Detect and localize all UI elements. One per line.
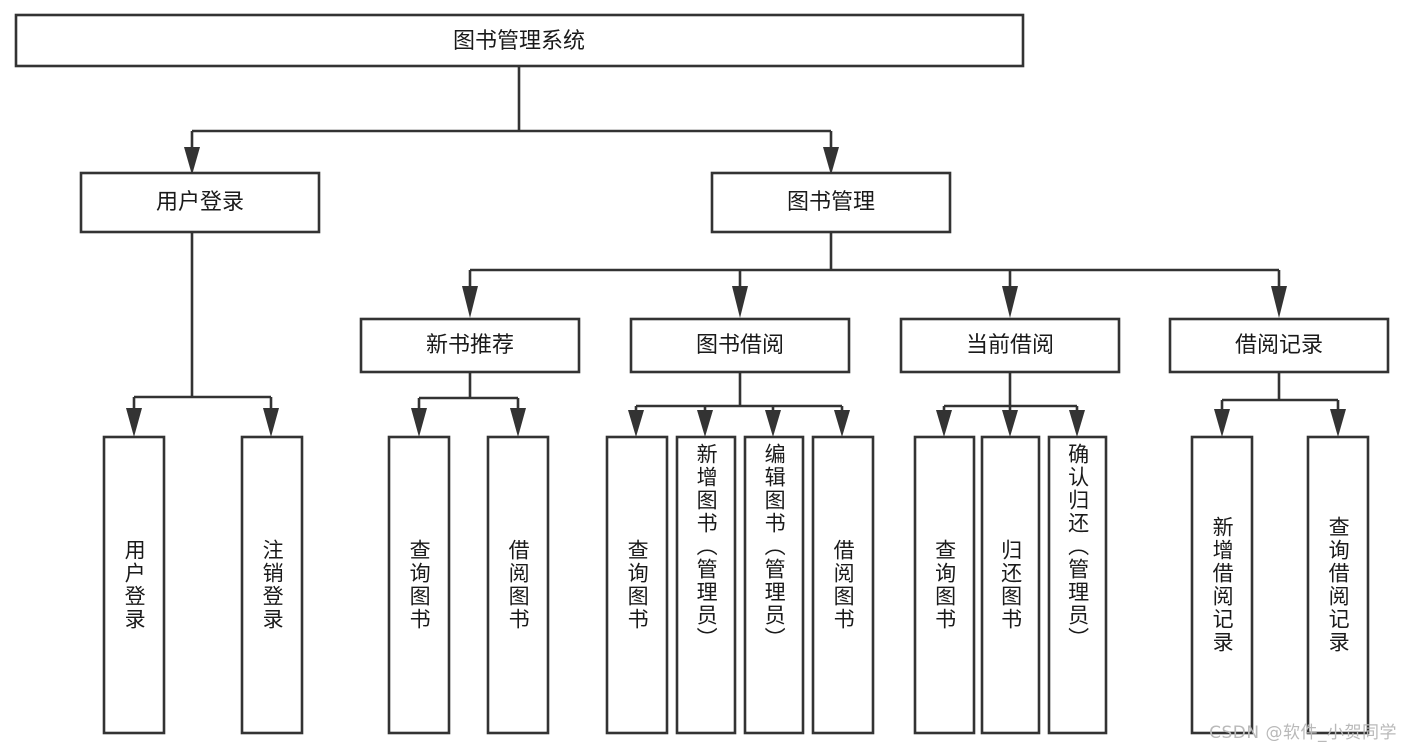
node-leaf-add-book-admin-box[interactable] xyxy=(675,435,737,735)
arrow-to-new-book-recommend xyxy=(462,286,478,318)
node-leaf-add-borrow-record-box[interactable] xyxy=(1190,435,1254,735)
arrow-to-leaf-user-login xyxy=(126,408,142,437)
node-leaf-query-borrow-record-box[interactable] xyxy=(1306,435,1370,735)
node-leaf-confirm-return-admin-box[interactable] xyxy=(1047,435,1108,735)
node-borrow-record-box[interactable] xyxy=(1168,317,1390,374)
arrow-to-leaf-query-book-2 xyxy=(628,410,644,437)
arrow-to-leaf-add-borrow-record xyxy=(1214,409,1230,437)
node-leaf-query-book-1-box[interactable] xyxy=(387,435,451,735)
node-borrow-record-label: 借阅记录 xyxy=(1235,333,1323,358)
nodes-layer: 图书管理系统 用户登录 图书管理 新书推荐 图书借阅 当前借阅 借阅记录 xyxy=(14,13,1390,735)
node-leaf-query-book-2-box[interactable] xyxy=(605,435,669,735)
arrow-to-leaf-query-book-1 xyxy=(411,408,427,437)
arrow-to-leaf-confirm-return-admin xyxy=(1069,410,1085,437)
node-root-box[interactable] xyxy=(14,13,1025,68)
arrow-to-leaf-edit-book-admin xyxy=(765,410,781,437)
arrow-to-leaf-query-borrow-record xyxy=(1330,409,1346,437)
node-leaf-query-book-3-box[interactable] xyxy=(913,435,976,735)
node-book-borrow-label: 图书借阅 xyxy=(696,333,784,358)
arrow-to-borrow-record xyxy=(1271,286,1287,318)
node-root-label: 图书管理系统 xyxy=(453,29,585,54)
edges-layer xyxy=(126,66,1346,437)
node-user-login-label: 用户登录 xyxy=(156,190,244,215)
node-new-book-recommend-label: 新书推荐 xyxy=(426,333,514,358)
node-book-borrow-box[interactable] xyxy=(629,317,851,374)
arrow-to-leaf-query-book-3 xyxy=(936,410,952,437)
arrow-to-leaf-add-book-admin xyxy=(697,410,713,437)
arrow-to-user-login xyxy=(184,147,200,175)
arrow-to-current-borrow xyxy=(1002,286,1018,318)
csdn-watermark: CSDN @软件_小贺同学 xyxy=(1209,723,1397,743)
arrow-to-book-management xyxy=(823,147,839,175)
arrow-to-book-borrow xyxy=(732,286,748,318)
node-leaf-borrow-book-2-box[interactable] xyxy=(811,435,875,735)
node-current-borrow-box[interactable] xyxy=(899,317,1121,374)
node-current-borrow-label: 当前借阅 xyxy=(966,333,1054,358)
node-leaf-borrow-book-1-box[interactable] xyxy=(486,435,550,735)
arrow-to-leaf-logout xyxy=(263,408,279,437)
node-user-login-box[interactable] xyxy=(79,171,321,234)
node-book-management-label: 图书管理 xyxy=(787,190,875,215)
node-new-book-recommend-box[interactable] xyxy=(359,317,581,374)
arrow-to-leaf-borrow-book-2 xyxy=(834,410,850,437)
node-leaf-logout-box[interactable] xyxy=(240,435,304,735)
node-leaf-return-book-box[interactable] xyxy=(980,435,1041,735)
node-book-management-box[interactable] xyxy=(710,171,952,234)
node-leaf-user-login-box[interactable] xyxy=(102,435,166,735)
arrow-to-leaf-borrow-book-1 xyxy=(510,408,526,437)
arrow-to-leaf-return-book xyxy=(1002,410,1018,437)
node-leaf-edit-book-admin-box[interactable] xyxy=(743,435,805,735)
